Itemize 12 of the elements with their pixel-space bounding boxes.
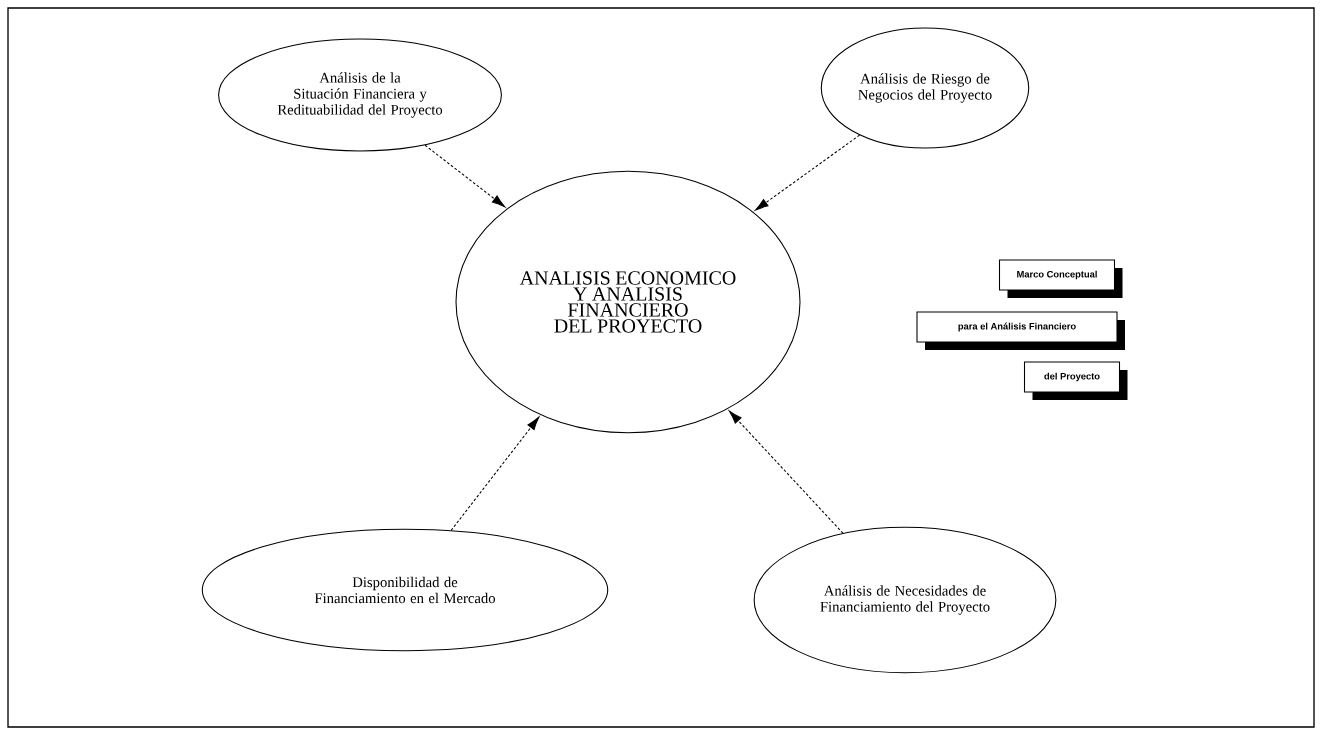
ellipse-node: Análisis de Riesgo de Negocios del Proyecto <box>820 27 1030 149</box>
title-box: del Proyecto <box>1023 361 1128 400</box>
arrow <box>754 134 861 211</box>
ellipse-node: ANALISIS ECONOMICO Y ANALISIS FINANCIERO DEL PROYECTO <box>455 170 801 434</box>
arrow <box>424 144 506 208</box>
ellipse-node: Disponibilidad de Financiamiento en el Mercado <box>201 528 609 652</box>
arrow <box>450 416 540 531</box>
title-box: para el Análisis Financiero <box>916 311 1125 350</box>
ellipse-node: Análisis de Necesidades de Financiamiento del Proyecto <box>753 526 1057 674</box>
ellipse-node: Análisis de la Situación Financiera y Redituabilidad del Proyecto <box>218 38 502 152</box>
arrow <box>728 410 844 534</box>
title-box: Marco Conceptual <box>998 259 1123 298</box>
